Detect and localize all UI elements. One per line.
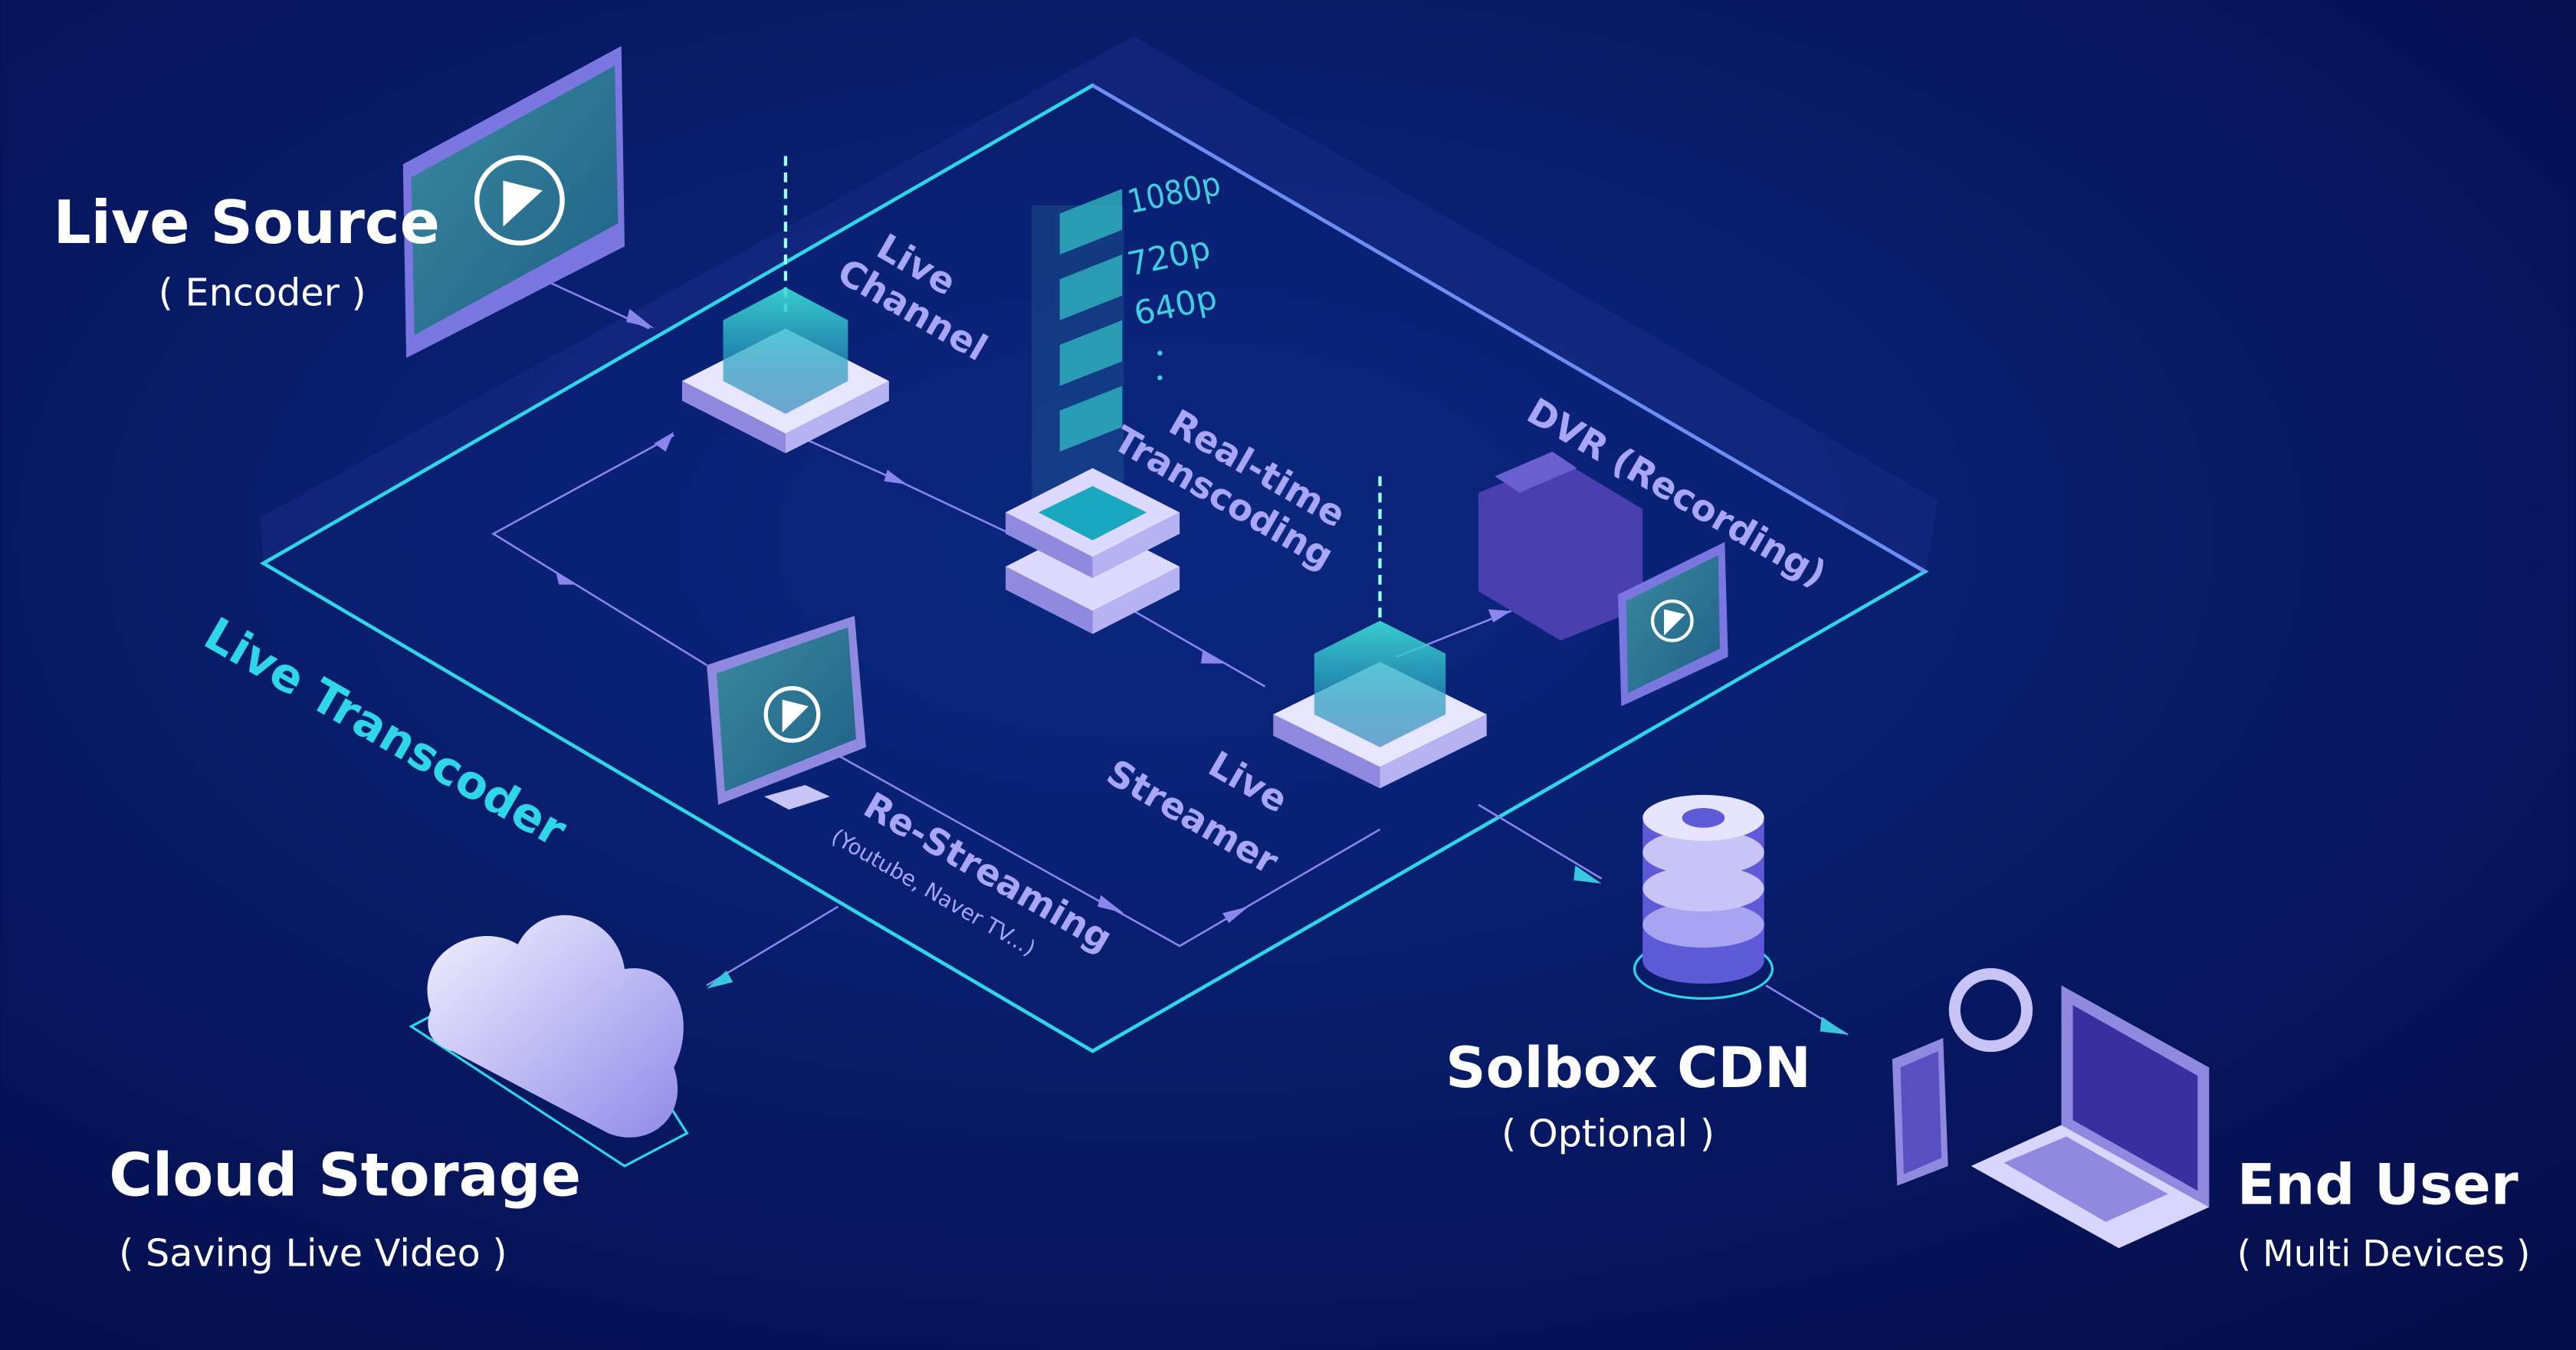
cdn-database-icon	[1633, 794, 1774, 1000]
cloud-storage-icon	[409, 915, 689, 1168]
smartwatch-icon	[1948, 967, 2033, 1053]
resolution-stack: 1080p 720p 640p	[1032, 165, 1224, 501]
live-streamer-node-icon	[1273, 476, 1487, 789]
live-channel-node-icon	[681, 156, 889, 454]
live-source-title: Live Source	[53, 189, 439, 258]
solbox-cdn-subtitle: ( Optional )	[1501, 1111, 1715, 1155]
cloud-storage-title: Cloud Storage	[109, 1141, 581, 1210]
live-source-subtitle: ( Encoder )	[159, 270, 366, 314]
solbox-cdn-title: Solbox CDN	[1446, 1036, 1811, 1101]
transcoding-server-icon	[1006, 468, 1180, 634]
flow-lines	[491, 278, 1849, 1036]
end-user-subtitle: ( Multi Devices )	[2237, 1233, 2531, 1276]
dvr-camera-icon	[1478, 452, 1728, 707]
end-user-title: End User	[2237, 1152, 2519, 1217]
live-source-monitor-icon	[402, 45, 625, 359]
boundary-glow-top	[1091, 84, 1926, 573]
end-user-devices-icon	[1892, 967, 2210, 1249]
restreaming-monitor-icon	[707, 616, 866, 810]
cloud-storage-subtitle: ( Saving Live Video )	[119, 1231, 507, 1276]
